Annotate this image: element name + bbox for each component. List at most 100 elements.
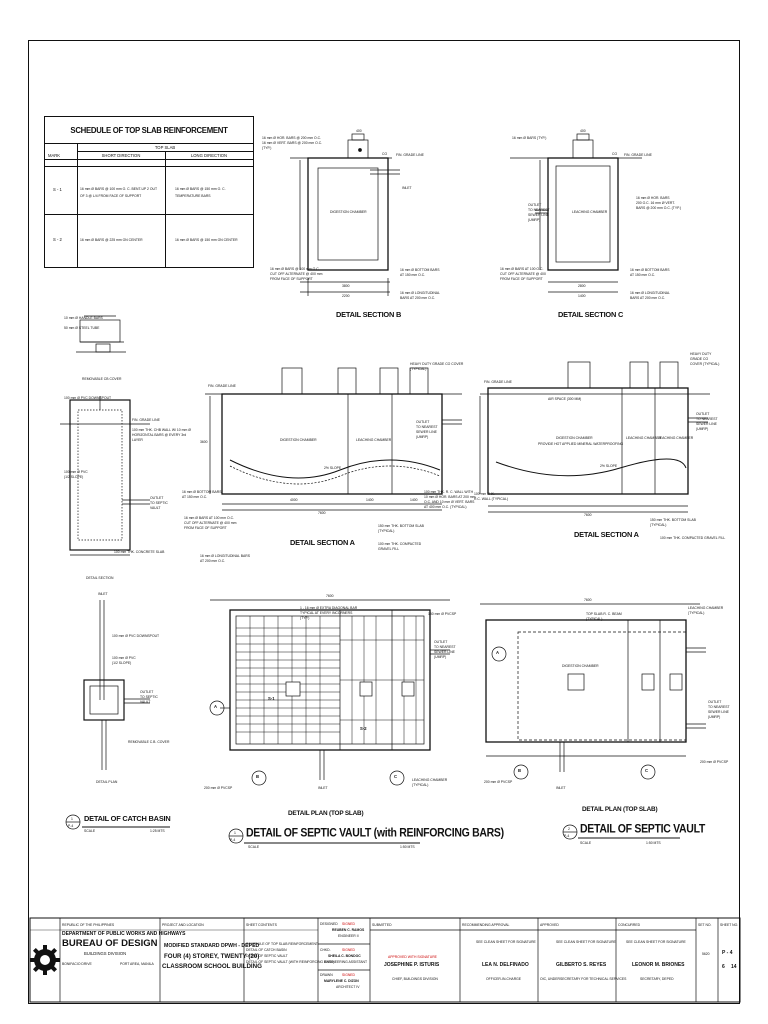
cover-note: 50 mm Ø STEEL TUBE (64, 326, 100, 330)
plan-right-outlet: TO NEAREST (708, 705, 730, 709)
section-c-note: 16 mm Ø BOTTOM BARS (630, 268, 670, 272)
plan-left-num: 1 (234, 831, 236, 835)
section-a1-note: 16 mm Ø BARS AT 100 mm O.C. (184, 516, 234, 520)
plan-right-ratio: 1:50 MTS (646, 841, 661, 845)
catch-basin-plan-caption: DETAIL PLAN (96, 780, 118, 784)
section-a1-note: FROM FACE OF SUPPORT (184, 526, 227, 530)
schedule-col-mark: MARK (48, 153, 61, 158)
section-a1-note: GRAVEL FILL (378, 547, 400, 551)
tb-set-no: 5620 (702, 952, 710, 956)
schedule-col-long: LONG DIRECTION (190, 153, 228, 158)
catch-basin-note: TO SEPTIC (150, 501, 168, 505)
catch-basin-num: 1 (71, 817, 73, 821)
schedule-col-short: SHORT DIRECTION (101, 153, 141, 158)
plan-left-outlet: (UMRP) (434, 655, 447, 659)
section-a1-note: AT 150 mm O.C. (182, 495, 208, 499)
tb-conc-note: SEE CLEAN SHEET FOR SIGNATURE (626, 940, 686, 944)
plan-right-note: LEACHING CHAMBER (688, 606, 724, 610)
tb-rec-label: RECOMMENDING APPROVAL (462, 923, 510, 927)
section-b-dim: 400 (356, 129, 362, 133)
section-a1-note: (TYPICAL) (378, 529, 395, 533)
plan-right-scale: SCALE (580, 841, 592, 845)
plan-left-ratio: 1:50 MTS (400, 845, 415, 849)
section-a2-note: HEAVY DUTY (690, 352, 712, 356)
tb-app-label: APPROVED (540, 923, 559, 927)
plan-right-pvc: 200 mm Ø PVCSP (700, 760, 729, 764)
section-c-caption: DETAIL SECTION C (558, 310, 624, 319)
section-a1-note: O.C. AND 10 mm Ø VERT. BARS (424, 500, 475, 504)
section-a1-outlet: TO NEAREST (416, 425, 438, 429)
tb-designed-label: DESIGNED (320, 922, 338, 926)
section-a2-note: 150 mm THK. BOTTOM SLAB (650, 518, 696, 522)
catch-basin-note: OUTLET (140, 690, 154, 694)
plan-right-dim: 7600 (584, 598, 592, 602)
section-c-note: 16 mm Ø LONGITUDINAL (630, 291, 670, 295)
tb-drawn-role: ARCHITECT IV (336, 985, 360, 989)
catch-basin-note: 100 mm Ø PVC DOWNSPOUT (112, 634, 160, 638)
tb-contents: DETAIL OF SEPTIC VAULT (WITH REINFORCING… (246, 960, 335, 964)
plan-left-outlet: SEWER LINE (434, 650, 455, 654)
section-c-note: 16 mm Ø BARS (TYP.) (512, 136, 547, 140)
section-b-note: BARS AT 200 mm O.C. (400, 296, 436, 300)
section-a2-dim: 7600 (584, 513, 592, 517)
plan-left-outlet: TO NEAREST (434, 645, 456, 649)
section-b-chamber: DIGESTION CHAMBER (330, 210, 367, 214)
section-c-note: FROM FACE OF SUPPORT (500, 277, 543, 281)
section-a2-outlet: (UMRP) (696, 427, 709, 431)
catch-basin-note: LAYER (132, 438, 143, 442)
section-a2-outlet: TO NEAREST (696, 417, 718, 421)
section-a2-outlet: OUTLET (696, 412, 710, 416)
plan-right-outlet: (UMRP) (708, 715, 721, 719)
tb-submitted-role: CHIEF, BUILDINGS DIVISION (392, 977, 438, 981)
catch-basin-note: 100 mm Ø PVC (64, 470, 88, 474)
section-a1-note: 100 mm THK. COMPACTED (378, 542, 422, 546)
section-c-note: 16 mm Ø HOR. BARS (636, 196, 670, 200)
section-b-note: AT 150 mm O.C. (400, 273, 426, 277)
tb-submitted-label: SUBMITTED (372, 923, 392, 927)
schedule-row-long: TEMPERATURE BARS (175, 194, 211, 198)
section-a1-dim: 1400 (366, 498, 374, 502)
catch-basin-note: VAULT (140, 700, 151, 704)
tb-set-label: SET NO. (698, 923, 712, 927)
section-a2-note: R.C. WALL (TYPICAL) (474, 497, 509, 501)
section-a2-note: 100 mm THK. (474, 492, 495, 496)
tb-dept: DEPARTMENT OF PUBLIC WORKS AND HIGHWAYS (62, 931, 186, 937)
schedule-row-short: 16 mm Ø BARS @ 225 mm ON CENTER (80, 238, 143, 242)
section-a1-note: (TYPICAL) (410, 367, 427, 371)
catch-basin-note: (1/2 SLOPE) (64, 475, 84, 479)
plan-left-note: TYPICAL AT EVERY INCORNERS (300, 611, 353, 615)
section-b-note: (TYP.) (262, 146, 272, 150)
plan-left-outlet: OUTLET (434, 640, 448, 644)
catch-basin-note: 100 mm Ø PVC (112, 656, 136, 660)
plan-left-dim: 7600 (326, 594, 334, 598)
section-a1-note: AT 400 mm O.C. (TYPICAL) (424, 505, 467, 509)
plan-right-grid-c: C (645, 768, 649, 773)
tb-proj: CLASSROOM SCHOOL BUILDING (162, 963, 262, 970)
section-b-caption: DETAIL SECTION B (336, 310, 402, 319)
section-a2-air: AIR SPACE (300 MM) (548, 397, 582, 401)
section-c-note: CUT OFF ALTERNATE @ 400 (500, 272, 546, 276)
tb-check-sig: SIGNED (342, 948, 355, 952)
section-a2-outlet: SEWER LINE (696, 422, 717, 426)
plan-left-scale: SCALE (248, 845, 260, 849)
section-a2-leach: LEACHING CHAMBER (658, 436, 694, 440)
tb-proj-label: PROJECT AND LOCATION (162, 923, 204, 927)
catch-basin-note: HORIZONTAL BARS @ EVERY 3rd (132, 433, 187, 437)
section-a2-chamber: DIGESTION CHAMBER (556, 436, 593, 440)
schedule-row-mark: S - 1 (53, 187, 62, 192)
section-c-dim: 400 (580, 129, 586, 133)
section-a2-slope: 2% SLOPE (600, 464, 618, 468)
plan-right-note: (TYPICAL) (586, 617, 603, 621)
section-c-note: 200 O.C. 16 mm Ø VERT. (636, 201, 675, 205)
section-a1-note: CUT OFF ALTERNATE @ 400 mm (184, 521, 237, 525)
tb-contents: DETAIL OF SEPTIC VAULT (246, 954, 288, 958)
section-a1-outlet: OUTLET (416, 420, 430, 424)
catch-basin-note: FIN. GRADE LINE (132, 418, 160, 422)
section-a1-dim: 3600 (200, 440, 208, 444)
section-c-outlet: (UMRP) (528, 218, 541, 222)
tb-sheet-label: SHEET NO. (720, 923, 739, 927)
section-b-inlet: INLET (402, 186, 412, 190)
catch-basin-section-caption: DETAIL SECTION (86, 576, 114, 580)
tb-designed-name: REUBEN C. RAMOS (332, 928, 365, 932)
section-b-dim: 3800 (342, 284, 350, 288)
